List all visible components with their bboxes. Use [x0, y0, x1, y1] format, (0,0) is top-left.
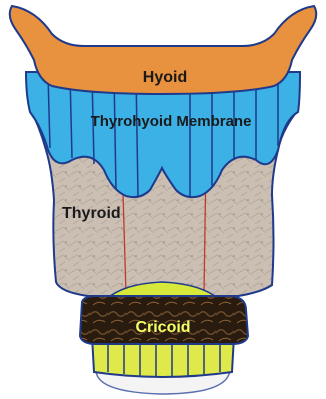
- label-hyoid: Hyoid: [143, 69, 187, 86]
- label-cricoid: Cricoid: [135, 319, 190, 336]
- label-thyrohyoid-membrane: Thyrohyoid Membrane: [91, 113, 252, 130]
- label-thyroid: Thyroid: [62, 205, 121, 222]
